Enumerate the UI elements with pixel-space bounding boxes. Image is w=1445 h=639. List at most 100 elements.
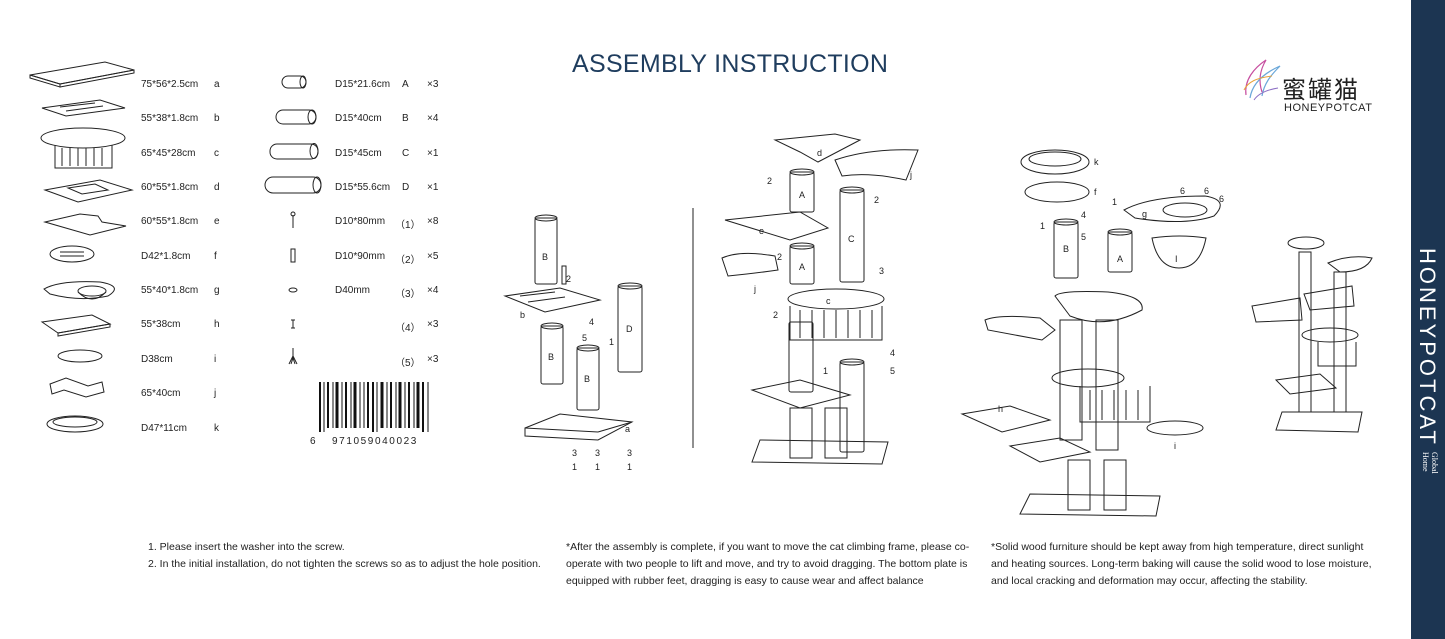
svg-text:3: 3	[595, 448, 600, 458]
note-line: 2. In the initial installation, do not t…	[148, 558, 541, 570]
part-size: 75*56*2.5cm	[141, 79, 199, 90]
part-size: 60*55*1.8cm	[141, 216, 199, 227]
part-c-icon	[40, 127, 126, 169]
svg-text:h: h	[998, 404, 1003, 414]
svg-text:A: A	[799, 190, 805, 200]
svg-text:5: 5	[582, 333, 587, 343]
wood-care-notes: *Solid wood furniture should be kept awa…	[991, 539, 1396, 590]
part-qty: ×1	[427, 148, 439, 159]
part-f-icon	[49, 245, 95, 263]
part-size: 65*40cm	[141, 388, 181, 399]
part-code: （5）	[395, 358, 421, 369]
step1-labels: B 2 b 4 5 1 D B B a 3 3 3 1 1 1	[520, 252, 633, 472]
part-code: A	[402, 79, 409, 90]
screw-90-icon	[290, 248, 296, 263]
svg-text:2: 2	[767, 176, 772, 186]
part-d-icon	[43, 179, 134, 203]
part-qty: ×4	[427, 285, 439, 296]
svg-text:B: B	[548, 352, 554, 362]
svg-text:6: 6	[1219, 194, 1224, 204]
final-assembly-diagram	[1251, 236, 1373, 433]
tube-a-icon	[281, 75, 307, 89]
barcode-lead-digit: 6	[310, 436, 316, 447]
note-line: *After the assembly is complete, if you …	[566, 541, 970, 553]
svg-text:2: 2	[773, 310, 778, 320]
part-code: （2）	[395, 255, 421, 266]
part-size: D40mm	[335, 285, 371, 296]
svg-text:4: 4	[890, 348, 895, 358]
svg-text:d: d	[817, 148, 822, 158]
svg-text:B: B	[1063, 244, 1069, 254]
part-code: i	[214, 354, 217, 365]
part-size: D42*1.8cm	[141, 251, 191, 262]
barcode-icon	[319, 382, 429, 432]
sidebar-subtitle: Global Home	[1421, 452, 1439, 474]
part-code: e	[214, 216, 220, 227]
svg-text:6: 6	[1180, 186, 1185, 196]
phoenix-logo-icon	[1243, 59, 1281, 101]
part-size: 55*38cm	[141, 319, 181, 330]
svg-text:1: 1	[1040, 221, 1045, 231]
part-i-icon	[57, 349, 103, 363]
svg-text:1: 1	[1112, 197, 1117, 207]
svg-text:3: 3	[627, 448, 632, 458]
screw-80-icon	[290, 211, 296, 228]
svg-text:2: 2	[777, 252, 782, 262]
note-line: *Solid wood furniture should be kept awa…	[991, 541, 1364, 553]
svg-text:1: 1	[627, 462, 632, 472]
part-code: f	[214, 251, 217, 262]
svg-text:2: 2	[874, 195, 879, 205]
svg-text:B: B	[542, 252, 548, 262]
part-size: 55*40*1.8cm	[141, 285, 199, 296]
svg-text:D: D	[626, 324, 633, 334]
brush-icon	[288, 348, 298, 365]
svg-text:e: e	[759, 226, 764, 236]
svg-text:a: a	[625, 424, 630, 434]
part-code: j	[214, 388, 217, 399]
logo-chinese-text: 蜜罐猫	[1282, 76, 1360, 104]
svg-text:C: C	[848, 234, 855, 244]
svg-text:I: I	[1175, 254, 1178, 264]
brand-sidebar: HONEYPOTCAT Global Home	[1411, 0, 1445, 639]
part-size: D15*55.6cm	[335, 182, 391, 193]
tube-c-icon	[269, 143, 319, 160]
part-code: a	[214, 79, 220, 90]
note-line: equipped with rubber feet, dragging is e…	[566, 575, 924, 587]
svg-text:j: j	[753, 284, 756, 294]
part-code: （1）	[395, 220, 421, 231]
note-line: and local cracking and deformation may o…	[991, 575, 1308, 587]
part-h-icon	[40, 314, 112, 337]
part-qty: ×5	[427, 251, 439, 262]
part-code: （3）	[395, 289, 421, 300]
svg-text:4: 4	[589, 317, 594, 327]
svg-text:k: k	[1094, 157, 1099, 167]
sidebar-subtitle-line2: Home	[1421, 452, 1430, 472]
svg-text:f: f	[1094, 187, 1097, 197]
part-code: D	[402, 182, 410, 193]
part-code: b	[214, 113, 220, 124]
svg-text:2: 2	[566, 274, 571, 284]
part-k-icon	[46, 415, 104, 433]
part-size: 60*55*1.8cm	[141, 182, 199, 193]
svg-text:B: B	[584, 374, 590, 384]
svg-text:A: A	[1117, 254, 1123, 264]
part-size: 55*38*1.8cm	[141, 113, 199, 124]
part-size: D38cm	[141, 354, 173, 365]
part-qty: ×3	[427, 354, 439, 365]
svg-text:g: g	[1142, 209, 1147, 219]
part-qty: ×8	[427, 216, 439, 227]
part-code: C	[402, 148, 410, 159]
svg-text:i: i	[1174, 441, 1176, 451]
part-j-icon	[49, 377, 105, 398]
part-size: D15*40cm	[335, 113, 382, 124]
part-size: D15*45cm	[335, 148, 382, 159]
svg-text:5: 5	[890, 366, 895, 376]
part-size: D10*90mm	[335, 251, 386, 262]
svg-text:1: 1	[609, 337, 614, 347]
note-line: and heating sources. Long-term baking wi…	[991, 558, 1372, 570]
tube-b-icon	[275, 109, 317, 125]
step3-labels: k f 6 6 6 1 g 4 1 B 5 A I h i	[998, 157, 1224, 451]
svg-text:3: 3	[572, 448, 577, 458]
part-code: （4）	[395, 323, 421, 334]
